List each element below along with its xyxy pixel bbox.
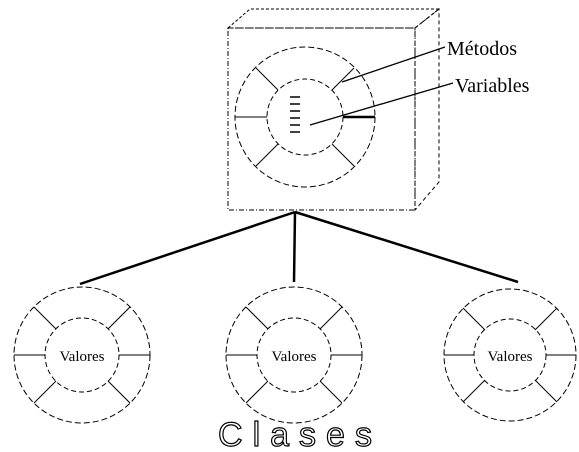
instance-object xyxy=(443,288,577,422)
ring-divider xyxy=(331,67,355,91)
ring-divider xyxy=(255,143,279,167)
methods-label: Métodos xyxy=(447,38,517,60)
class-object xyxy=(234,46,376,188)
methods-callout-line xyxy=(341,46,446,83)
class-box-top xyxy=(226,8,441,29)
variables-label: Variables xyxy=(455,75,530,97)
class-box-front xyxy=(227,27,416,211)
class-box-side xyxy=(414,7,440,212)
instance-value-label: Valores xyxy=(272,349,317,365)
variables-ticks xyxy=(290,96,300,133)
variables-core xyxy=(266,78,344,156)
class-box xyxy=(226,7,441,212)
ring-divider xyxy=(255,67,279,91)
instance-object xyxy=(225,286,363,424)
instance-value-label: Valores xyxy=(60,349,105,365)
instance-value-label: Valores xyxy=(488,349,533,365)
diagram-title: Clases xyxy=(218,416,382,452)
ring-divider xyxy=(331,143,355,167)
instance-object xyxy=(13,286,151,424)
variables-callout-line xyxy=(309,82,454,126)
instance-connectors xyxy=(79,210,519,286)
